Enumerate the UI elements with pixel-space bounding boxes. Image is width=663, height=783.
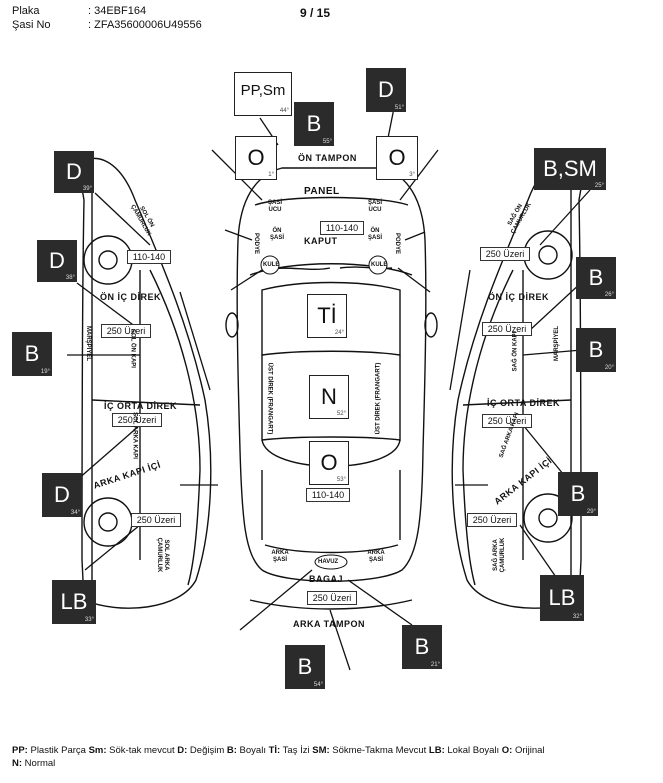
label-on-tampon: ÖN TAMPON xyxy=(298,153,357,163)
label-havuz: HAVUZ xyxy=(318,559,339,565)
value-right-rear-door: 250 Üzeri xyxy=(482,414,532,428)
legend: PP: Plastik Parça Sm: Sök-tak mevcut D: … xyxy=(12,745,545,769)
label-kaput: KAPUT xyxy=(304,236,338,246)
value-rear-bumper: 250 Üzeri xyxy=(307,591,357,605)
plate-value: : 34EBF164 xyxy=(88,5,147,17)
label-kule-right: KULE xyxy=(371,262,388,268)
label-marspiyel-right: MARŞPİYEL xyxy=(554,325,561,362)
label-podye-right: PODYE xyxy=(394,232,401,255)
value-trunk-lid: 110-140 xyxy=(306,488,350,502)
value-left-rear-door: 250 Üzeri xyxy=(112,413,162,427)
label-on-ic-direk-right: ÖN İÇ DİREK xyxy=(488,292,550,302)
label-ust-direk-left: ÜST DİREK (FRANGART) xyxy=(266,362,273,435)
chassis-value: : ZFA35600006U49556 xyxy=(88,19,202,31)
page-number: 9 / 15 xyxy=(300,6,331,20)
value-right-front-fender: 250 Üzeri xyxy=(480,247,530,261)
label-on-ic-direk-left: ÖN İÇ DİREK xyxy=(100,292,162,302)
label-sol-on-kapi: SOL ÖN KAPI xyxy=(129,329,136,368)
label-arka-tampon: ARKA TAMPON xyxy=(293,619,365,629)
label-arka-sasi-left: ARKA ŞASİ xyxy=(271,550,289,563)
label-sasi-ucu-left: ŞASİ UCU xyxy=(267,200,282,213)
value-kaput: 110-140 xyxy=(320,221,364,235)
label-marspiyel-left: MARŞPİYEL xyxy=(85,325,92,362)
label-sag-arka-camurluk: SAĞ ARKA ÇAMURLUK xyxy=(493,537,506,573)
chassis-label: Şasi No xyxy=(12,19,51,31)
label-sasi-ucu-right: ŞASİ UCU xyxy=(367,200,382,213)
label-arka-sasi-right: ARKA ŞASİ xyxy=(367,550,385,563)
value-left-front-door: 250 Üzeri xyxy=(101,324,151,338)
label-on-sasi-right: ÖN ŞASİ xyxy=(367,228,382,241)
label-sol-arka-kapi: SOL ARKA KAPI xyxy=(131,412,138,459)
label-podye-left: PODYE xyxy=(253,232,260,255)
label-bagaj: BAGAJ xyxy=(309,574,344,584)
label-ic-orta-direk-right: İÇ ORTA DİREK xyxy=(487,398,560,408)
label-ust-direk-right: ÜST DİREK (FRANGART) xyxy=(375,362,382,435)
label-sag-on-kapi: SAĞ ÖN KAPI xyxy=(512,331,519,372)
value-left-front-fender: 110-140 xyxy=(127,250,171,264)
label-on-sasi-left: ÖN ŞASİ xyxy=(269,228,284,241)
value-right-rear-fender: 250 Üzeri xyxy=(467,513,517,527)
label-ic-orta-direk-left: İÇ ORTA DİREK xyxy=(104,401,177,411)
plate-label: Plaka xyxy=(12,5,40,17)
value-left-rear-fender: 250 Üzeri xyxy=(131,513,181,527)
label-kule-left: KULE xyxy=(263,262,280,268)
label-sol-arka-camurluk: SOL ARKA ÇAMURLUK xyxy=(156,537,169,573)
value-right-front-door: 250 Üzeri xyxy=(482,322,532,336)
label-panel: PANEL xyxy=(304,186,340,197)
